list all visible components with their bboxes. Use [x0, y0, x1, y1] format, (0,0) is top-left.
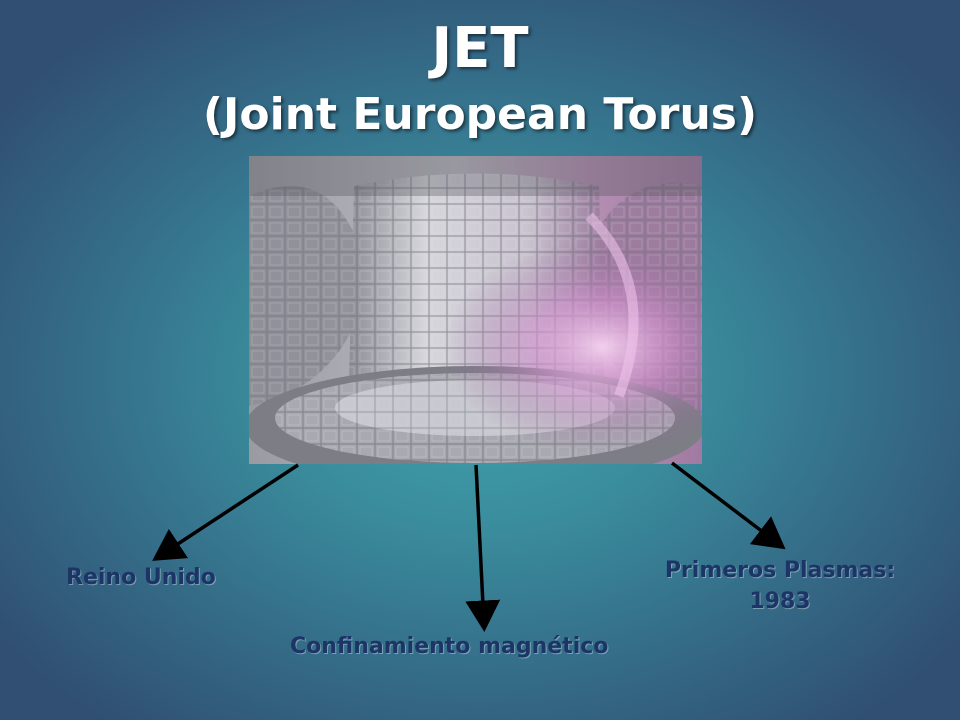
label-first-plasma-year: 1983 [749, 589, 811, 614]
label-first-plasma: Primeros Plasmas: 1983 [620, 555, 940, 617]
arrow-center [465, 464, 501, 632]
tokamak-photo [249, 156, 702, 464]
slide-title: JET [431, 16, 529, 81]
arrow-right [670, 461, 786, 550]
arrow-left [152, 463, 299, 561]
slide-subtitle: (Joint European Torus) [202, 89, 758, 140]
label-confinement: Confinamiento magnético [290, 634, 609, 659]
label-first-plasma-line1: Primeros Plasmas: [664, 558, 896, 583]
label-location: Reino Unido [66, 565, 216, 590]
